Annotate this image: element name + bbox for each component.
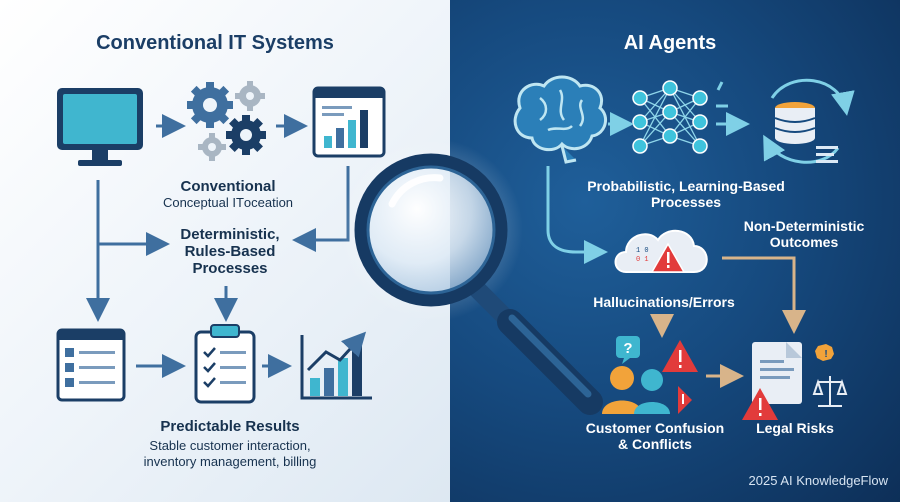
deterministic-line1: Deterministic,	[180, 226, 280, 243]
conventional-heading: Conventional	[180, 178, 276, 195]
probabilistic-label: Probabilistic, Learning-Based Processes	[556, 178, 816, 210]
confusion-line2: & Conflicts	[618, 436, 692, 452]
gears-icon	[187, 81, 266, 161]
svg-text:1 0: 1 0	[636, 247, 649, 255]
neural-network-icon	[632, 80, 708, 154]
conventional-subtitle: Conceptual ITоceation	[162, 195, 294, 210]
nondeterministic-line1: Non-Deterministic	[743, 218, 865, 234]
left-title: Conventional IT Systems	[96, 32, 334, 54]
svg-text:?: ?	[623, 340, 632, 357]
cloud-warning-icon: 1 0 0 1	[614, 230, 708, 273]
brain-icon	[513, 75, 608, 164]
right-title: AI Agents	[623, 32, 717, 54]
legal-risks-label: Legal Risks	[756, 420, 834, 436]
conventional-label: Conventional Conceptual ITоceation	[118, 178, 338, 211]
list-document-icon	[56, 328, 126, 402]
results-heading: Predictable Results	[160, 418, 300, 435]
dashboard-chart-icon	[312, 86, 386, 158]
credit-text: 2025 AI KnowledgeFlow	[748, 473, 888, 488]
results-sub-line1: Stable customer interaction,	[149, 438, 311, 453]
confused-people-icon: ?	[602, 336, 698, 414]
svg-text:0 1: 0 1	[636, 256, 649, 264]
hallucinations-label: Hallucinations/Errors	[593, 294, 735, 310]
confusion-line1: Customer Confusion	[585, 420, 725, 436]
svg-text:!: !	[824, 349, 827, 360]
monitor-icon	[57, 88, 143, 166]
clipboard-checklist-icon	[194, 324, 256, 404]
deterministic-line3: Processes	[192, 260, 268, 277]
legal-document-icon: !	[742, 342, 848, 420]
probabilistic-line1: Probabilistic, Learning-Based	[587, 178, 785, 194]
deterministic-line2: Rules-Based	[184, 243, 276, 260]
database-cycle-icon	[716, 78, 855, 164]
results-label: Predictable Results Stable customer inte…	[95, 418, 365, 470]
confusion-label: Customer Confusion & Conflicts	[560, 420, 750, 452]
probabilistic-line2: Processes	[650, 194, 722, 210]
deterministic-label: Deterministic, Rules-Based Processes	[140, 226, 320, 277]
magnifying-glass-icon	[339, 138, 603, 415]
nondeterministic-line2: Outcomes	[769, 234, 839, 250]
results-sub-line2: inventory management, billing	[143, 454, 317, 469]
growth-chart-icon	[300, 331, 372, 400]
nondeterministic-label: Non-Deterministic Outcomes	[716, 218, 892, 250]
right-flow-arrows	[546, 112, 806, 388]
